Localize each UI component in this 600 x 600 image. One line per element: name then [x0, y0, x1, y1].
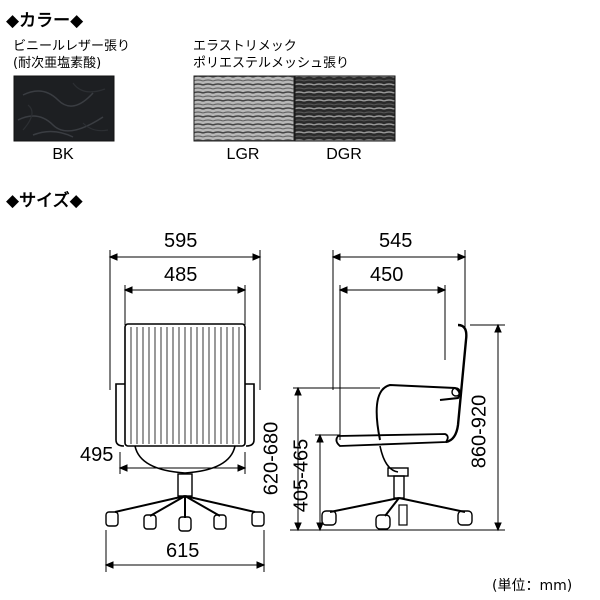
group-label-mesh-line1: エラストリメック [193, 39, 297, 54]
color-heading: ◆カラー◆ [6, 11, 84, 31]
dim-total-height: 860-920 [468, 394, 491, 469]
group-label-vinyl-line2: (耐次亜塩素酸) [13, 56, 102, 71]
swatch-code-bk: BK [52, 146, 74, 163]
dim-seat-height: 405-465 [290, 438, 313, 513]
swatch-code-lgr: LGR [226, 146, 260, 163]
dim-front-seat-width: 495 [80, 444, 114, 466]
group-label-mesh-line2: ポリエステルメッシュ張り [193, 56, 350, 71]
unit-note: (単位：mm) [492, 578, 573, 594]
group-label-vinyl: ビニールレザー張り (耐次亜塩素酸) [13, 38, 130, 72]
dim-front-width-top: 595 [164, 230, 198, 252]
size-heading: ◆サイズ◆ [6, 191, 83, 211]
group-label-mesh: エラストリメック ポリエステルメッシュ張り [193, 38, 349, 72]
dim-front-base-width: 615 [166, 540, 200, 562]
dim-side-depth-total: 545 [379, 230, 413, 252]
swatch-dgr [294, 75, 396, 142]
group-label-vinyl-line1: ビニールレザー張り [13, 39, 131, 54]
dim-side-depth-seat: 450 [370, 264, 404, 286]
swatch-code-dgr: DGR [326, 146, 362, 163]
dim-arm-height: 620-680 [260, 421, 283, 496]
swatch-lgr [193, 75, 295, 142]
dim-front-back-width: 485 [164, 264, 198, 286]
swatch-bk [13, 75, 115, 142]
